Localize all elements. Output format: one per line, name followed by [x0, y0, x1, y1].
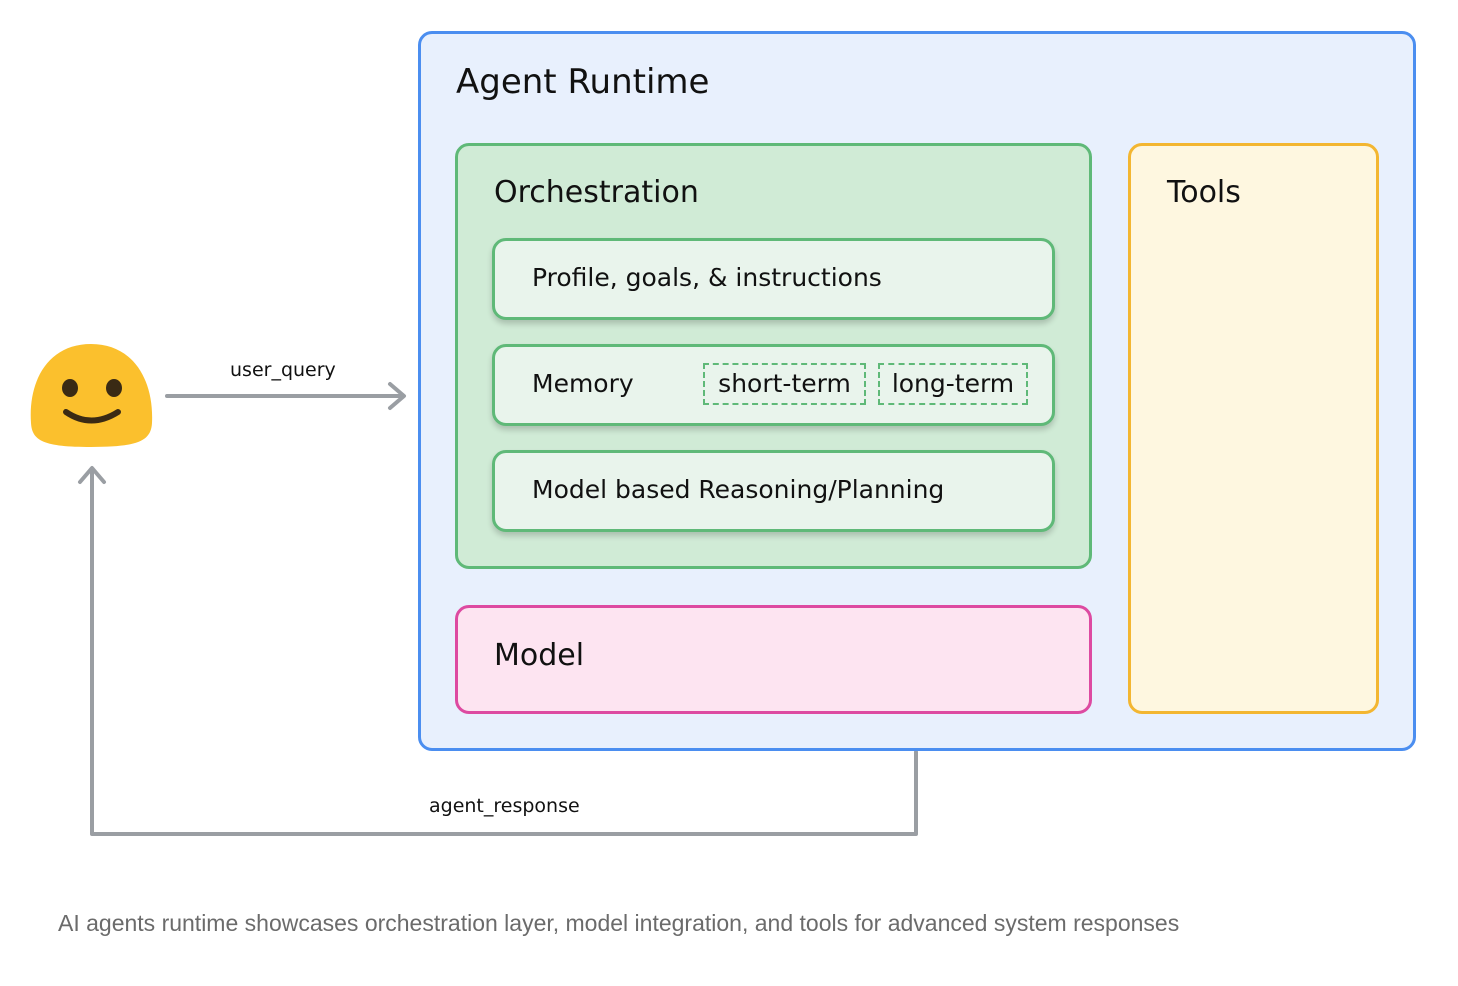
- figure-caption: AI agents runtime showcases orchestratio…: [58, 910, 1180, 936]
- model-container: [455, 605, 1092, 714]
- profile-goals-box: [492, 238, 1055, 320]
- model-title: Model: [494, 638, 585, 673]
- memory-label: Memory: [532, 369, 634, 398]
- reasoning-planning-label: Model based Reasoning/Planning: [532, 475, 945, 504]
- reasoning-planning-box: [492, 450, 1055, 532]
- user-query-label: user_query: [230, 359, 336, 381]
- tools-container: [1128, 143, 1379, 714]
- profile-goals-label: Profile, goals, & instructions: [532, 263, 882, 292]
- memory-box: [492, 344, 1055, 426]
- smiley-face-icon: [30, 344, 153, 447]
- agent-runtime-title: Agent Runtime: [456, 62, 710, 102]
- tools-title: Tools: [1167, 175, 1241, 210]
- orchestration-title: Orchestration: [494, 175, 699, 210]
- agent-response-label: agent_response: [429, 795, 580, 817]
- short-term-memory-tag: short-term: [703, 363, 866, 405]
- user-query-arrow: [165, 382, 406, 410]
- long-term-memory-tag: long-term: [878, 363, 1028, 405]
